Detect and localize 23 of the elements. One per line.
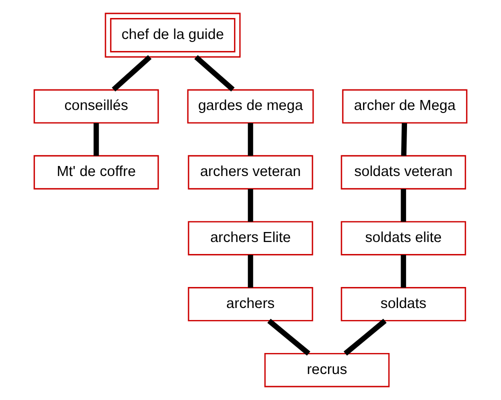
node-box: Mt' de coffre: [34, 155, 159, 190]
connector: [400, 188, 406, 222]
connector: [401, 122, 408, 156]
connector: [344, 318, 387, 356]
connector: [112, 55, 152, 92]
node-box: archers: [188, 287, 314, 322]
node-box: gardes de mega: [187, 89, 314, 124]
connector: [194, 55, 235, 92]
node-box: chef de la guide: [104, 12, 241, 58]
node-box: soldats veteran: [340, 155, 466, 190]
connector: [248, 254, 254, 288]
connector: [94, 123, 99, 156]
node-box: soldats elite: [340, 221, 466, 256]
node-box: conseillés: [34, 89, 159, 124]
node-box: soldats: [340, 287, 466, 322]
connector: [248, 123, 254, 156]
connector: [267, 318, 310, 356]
connector: [248, 188, 254, 222]
connector: [400, 254, 406, 288]
node-box: recrus: [264, 352, 390, 388]
node-box: archers veteran: [188, 155, 314, 190]
node-box: archers Elite: [188, 221, 314, 256]
node-box: archer de Mega: [342, 89, 468, 124]
